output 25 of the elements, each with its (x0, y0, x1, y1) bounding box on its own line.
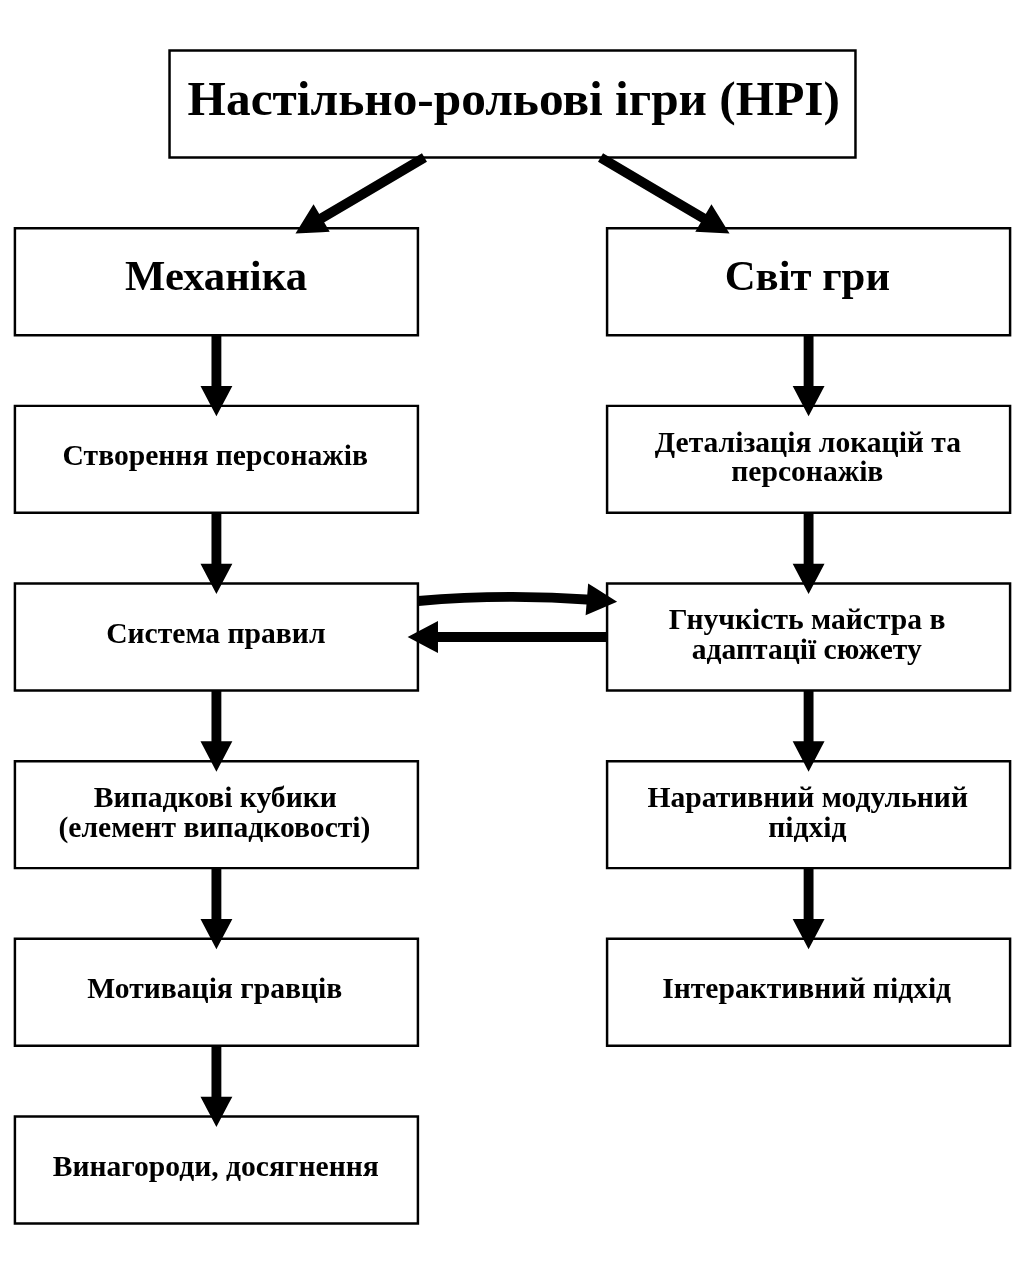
node-box: Випадкові кубики (елемент випадковості) (13, 759, 420, 870)
node-box: Настільно-рольові ігри (НРІ) (168, 49, 857, 159)
node-box: Створення персонажів (13, 404, 420, 515)
node-box: Винагороди, досягнення (13, 1115, 420, 1225)
arrow (598, 153, 730, 234)
arrow (792, 512, 825, 595)
node-box: Система правил (13, 582, 420, 692)
arrow (417, 583, 618, 616)
node-box: Гнучкість майстра в адаптації сюжету (605, 582, 1012, 692)
arrow (200, 1045, 233, 1127)
arrow (200, 335, 233, 417)
node-box: Світ гри (605, 227, 1012, 337)
node-box: Мотивація гравців (13, 937, 420, 1047)
arrow (792, 868, 825, 950)
node-box: Механіка (13, 227, 420, 337)
node-box: Наративний модульний підхід (605, 759, 1012, 870)
arrow (792, 335, 825, 417)
node-box: Деталізація локацій та персонажів (605, 404, 1012, 515)
arrow (200, 690, 233, 772)
arrow (792, 690, 825, 772)
arrow (295, 153, 427, 234)
arrow (200, 512, 233, 595)
arrow (407, 621, 607, 653)
node-box: Інтерактивний підхід (605, 937, 1012, 1047)
arrow (200, 868, 233, 950)
